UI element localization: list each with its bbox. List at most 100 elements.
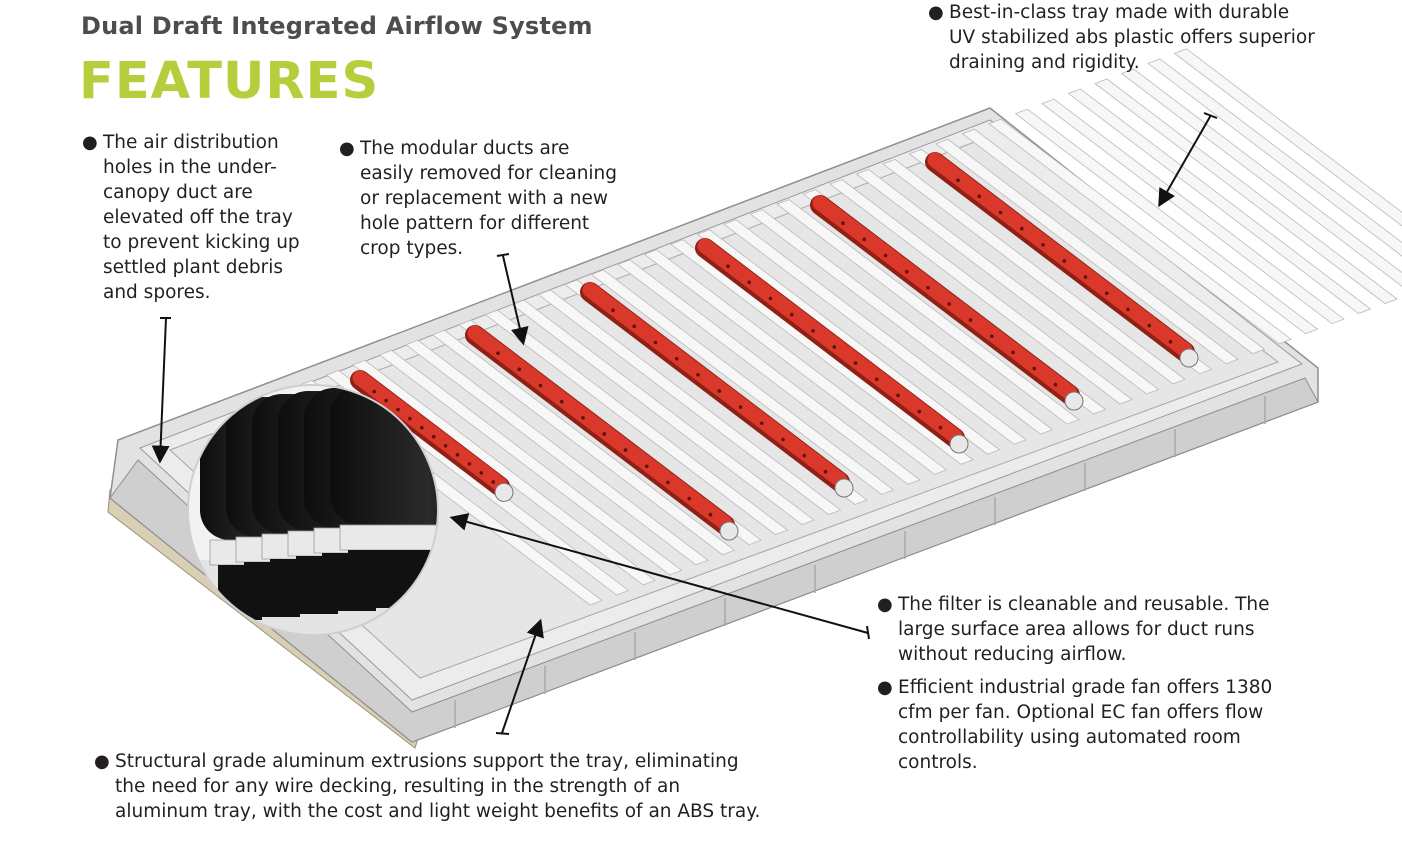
air-hole (420, 425, 424, 430)
bullet-icon: ● (877, 594, 893, 615)
air-hole (687, 496, 692, 501)
air-hole (781, 437, 785, 442)
fan-inset (188, 385, 438, 635)
air-hole (653, 340, 658, 345)
air-hole (789, 312, 794, 317)
air-hole (1019, 226, 1024, 231)
air-hole (768, 296, 773, 301)
air-hole (632, 324, 637, 329)
air-hole (759, 421, 764, 426)
air-hole (538, 383, 543, 388)
air-hole (431, 434, 436, 439)
air-hole (896, 393, 900, 398)
air-hole (696, 373, 700, 377)
air-hole (1104, 291, 1109, 296)
air-hole (947, 302, 952, 306)
air-hole (968, 318, 973, 322)
tray-channel (617, 259, 921, 485)
duct-end-cap (949, 434, 969, 454)
wall-ribs (454, 396, 1266, 728)
air-hole (467, 462, 472, 466)
air-hole (372, 389, 377, 394)
tray-channel (829, 179, 1133, 405)
air-hole (841, 221, 845, 225)
leader-arrows (151, 112, 1218, 735)
air-hole (479, 471, 484, 475)
tray-channel (352, 359, 656, 586)
tray-channel (405, 339, 709, 566)
air-hole (496, 351, 500, 356)
air-hole (874, 377, 879, 382)
tray-channel (855, 168, 1160, 395)
tray-channel (1041, 98, 1345, 325)
air-hole (611, 308, 615, 313)
air-hole (623, 448, 628, 452)
air-hole (644, 464, 649, 469)
tray-channels (299, 48, 1402, 606)
air-hole (917, 409, 922, 414)
air-hole (674, 356, 679, 361)
arrow-filter (449, 513, 869, 634)
air-hole (666, 480, 670, 485)
air-hole (1083, 275, 1088, 279)
callout-ducts: ● The modular ducts are easily removed f… (339, 138, 618, 259)
arrow-extrusions (501, 618, 544, 734)
air-hole (738, 405, 743, 409)
air-hole (998, 210, 1003, 215)
callout-filter: ● The filter is cleanable and reusable. … (877, 594, 1270, 665)
tray-channel (935, 138, 1239, 365)
air-hole (408, 416, 412, 421)
tray-channel (749, 209, 1054, 435)
air-hole (747, 280, 752, 285)
tray-channel (776, 199, 1080, 425)
duct (695, 238, 969, 454)
bullet-icon: ● (339, 138, 355, 159)
air-hole (1126, 307, 1130, 312)
tray-channel (537, 289, 842, 516)
air-hole (517, 367, 522, 372)
arrow-ducts (502, 255, 529, 346)
air-hole (717, 389, 722, 393)
arrow-holes (151, 317, 170, 464)
air-hole (1168, 339, 1173, 344)
air-hole (883, 253, 888, 258)
tray-channel (1120, 68, 1402, 287)
air-hole (1011, 350, 1015, 355)
tray-channel (643, 249, 948, 475)
page-title: FEATURES (79, 52, 380, 111)
tray-front-wall (109, 377, 1319, 743)
air-hole (1062, 259, 1067, 263)
tray-channel (484, 309, 789, 536)
air-hole (491, 480, 496, 484)
air-hole (811, 329, 815, 333)
tray-channel (511, 299, 815, 526)
duct (350, 370, 514, 502)
callout-fan: ● Efficient industrial grade fan offers … (877, 677, 1273, 773)
tray-channel (1067, 88, 1372, 315)
duct-end-cap (834, 478, 854, 498)
duct (925, 152, 1199, 368)
arrow-tray (1158, 114, 1212, 208)
bullet-icon: ● (928, 2, 944, 23)
air-hole (926, 286, 930, 290)
tray-channel (1014, 108, 1319, 335)
air-hole (904, 269, 909, 274)
tray-channel (988, 118, 1292, 345)
modular-ducts (350, 152, 1199, 541)
callout-extrusions: ● Structural grade aluminum extrusions s… (94, 751, 761, 822)
duct-end-cap (494, 482, 514, 502)
air-hole (1032, 366, 1037, 371)
tray-channel (961, 128, 1266, 355)
duct-end-cap (719, 521, 739, 541)
fan-inset-border (187, 384, 439, 636)
air-hole (977, 194, 982, 199)
page-subtitle: Dual Draft Integrated Airflow System (81, 12, 593, 40)
air-hole (862, 237, 867, 242)
air-hole (802, 453, 807, 458)
air-hole (989, 334, 994, 339)
duct (465, 325, 739, 541)
air-hole (602, 432, 607, 436)
tray-channel (670, 239, 974, 465)
bullet-icon: ● (877, 677, 893, 698)
